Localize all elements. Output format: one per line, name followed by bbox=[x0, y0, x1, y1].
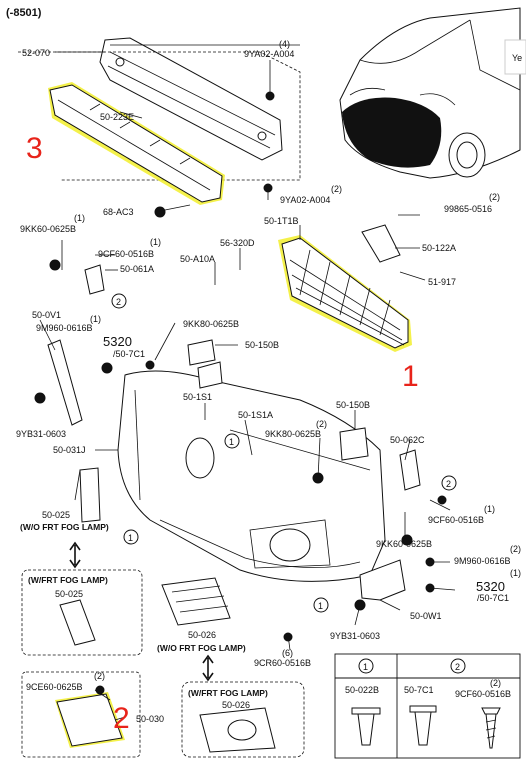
label-qty: (1) bbox=[510, 568, 521, 578]
legend-col-2: 2 bbox=[455, 662, 460, 672]
svg-text:1: 1 bbox=[128, 533, 133, 543]
fastener-legend: 1 2 50-022B 50-7C1 (2) 9CF60-0516B bbox=[334, 653, 521, 759]
label-50-150b: 50-150B bbox=[245, 340, 279, 350]
clip-icon bbox=[409, 705, 437, 713]
label-50-031j: 50-031J bbox=[53, 445, 86, 455]
license-plate-group-box bbox=[21, 671, 141, 758]
label-qty: (2) bbox=[316, 419, 327, 429]
car-illustration: Ye bbox=[339, 7, 526, 179]
label-50-061a: 50-061A bbox=[120, 264, 154, 274]
label-52-070: 52-070 bbox=[22, 48, 50, 58]
front-grille bbox=[278, 235, 412, 352]
svg-text:2: 2 bbox=[116, 297, 121, 307]
svg-text:1: 1 bbox=[318, 601, 323, 611]
label-9m960-0616b: 9M960-0616B bbox=[454, 556, 511, 566]
ref-markers: 2 1 1 1 2 bbox=[34, 91, 457, 695]
label-50-025: 50-025 bbox=[42, 510, 70, 520]
label-50-223e: 50-223E bbox=[100, 112, 134, 122]
legend-part-9cf60-0516b: 9CF60-0516B bbox=[455, 689, 511, 699]
label-9kk80-0625b: 9KK80-0625B bbox=[265, 429, 321, 439]
label-w-fog-lamp: (W/FRT FOG LAMP) bbox=[28, 575, 108, 585]
label-50-026: 50-026 bbox=[188, 630, 216, 640]
misc-brackets bbox=[47, 224, 421, 626]
legend-part-50-7c1: 50-7C1 bbox=[404, 685, 434, 695]
label-50-026: 50-026 bbox=[222, 700, 250, 710]
svg-text:2: 2 bbox=[446, 479, 451, 489]
label-wo-fog-lamp: (W/O FRT FOG LAMP) bbox=[20, 522, 109, 532]
car-partial-text: Ye bbox=[512, 53, 522, 63]
callout-1: 1 bbox=[402, 360, 419, 393]
part-labels: 52-070 (4) 9YA02-A004 50-223E (2) 9YA02-… bbox=[16, 39, 521, 724]
label-w-fog-lamp: (W/FRT FOG LAMP) bbox=[188, 688, 268, 698]
label-56-320d: 56-320D bbox=[220, 238, 255, 248]
label-qty: (4) bbox=[279, 39, 290, 49]
label-50-030: 50-030 bbox=[136, 714, 164, 724]
label-9yb31-0603: 9YB31-0603 bbox=[330, 631, 380, 641]
legend-col-1: 1 bbox=[363, 662, 368, 672]
label-9kk60-0625b: 9KK60-0625B bbox=[376, 539, 432, 549]
label-5320: 5320 bbox=[476, 579, 505, 594]
label-9ce60-0625b: 9CE60-0625B bbox=[26, 682, 83, 692]
label-50-025: 50-025 bbox=[55, 589, 83, 599]
label-50-a10a: 50-A10A bbox=[180, 254, 215, 264]
label-50-0w1: 50-0W1 bbox=[410, 611, 442, 621]
label-9yb31-0603: 9YB31-0603 bbox=[16, 429, 66, 439]
label-9m960-0616b: 9M960-0616B bbox=[36, 323, 93, 333]
label-9kk60-0625b: 9KK60-0625B bbox=[20, 224, 76, 234]
label-50-7c1: /50-7C1 bbox=[477, 593, 509, 603]
label-50-122a: 50-122A bbox=[422, 243, 456, 253]
bumper-fascia bbox=[117, 370, 386, 582]
label-9cf60-0516b: 9CF60-0516B bbox=[98, 249, 154, 259]
callout-3: 3 bbox=[26, 132, 43, 165]
callout-2: 2 bbox=[113, 702, 130, 735]
label-qty: (1) bbox=[74, 213, 85, 223]
label-9kk80-0625b: 9KK80-0625B bbox=[183, 319, 239, 329]
label-qty: (1) bbox=[90, 314, 101, 324]
diagram-code: (-8501) bbox=[6, 7, 42, 19]
label-qty: (2) bbox=[510, 544, 521, 554]
label-9ya02-a004: 9YA02-A004 bbox=[280, 195, 330, 205]
legend-qty: (2) bbox=[490, 678, 501, 688]
label-9cf60-0516b: 9CF60-0516B bbox=[428, 515, 484, 525]
label-wo-fog-lamp: (W/O FRT FOG LAMP) bbox=[157, 643, 246, 653]
label-68-ac3: 68-AC3 bbox=[103, 207, 134, 217]
label-51-917: 51-917 bbox=[428, 277, 456, 287]
label-50-062c: 50-062C bbox=[390, 435, 425, 445]
label-50-0v1: 50-0V1 bbox=[32, 310, 61, 320]
label-qty: (6) bbox=[282, 648, 293, 658]
clip-icon bbox=[351, 707, 381, 715]
label-qty: (1) bbox=[484, 504, 495, 514]
label-5320: 5320 bbox=[103, 334, 132, 349]
label-qty: (2) bbox=[94, 671, 105, 681]
label-50-7c1: /50-7C1 bbox=[113, 349, 145, 359]
energy-absorber bbox=[48, 82, 225, 205]
screw-icon bbox=[481, 707, 501, 715]
label-9cr60-0516b: 9CR60-0516B bbox=[254, 658, 311, 668]
label-qty: (2) bbox=[489, 192, 500, 202]
fog-lamp-group-box-right bbox=[181, 681, 305, 758]
legend-part-50-022b: 50-022B bbox=[345, 685, 379, 695]
label-50-1s1a: 50-1S1A bbox=[238, 410, 273, 420]
label-50-1t1b: 50-1T1B bbox=[264, 216, 299, 226]
label-50-150b: 50-150B bbox=[336, 400, 370, 410]
label-99865-0516: 99865-0516 bbox=[444, 204, 492, 214]
label-qty: (1) bbox=[150, 237, 161, 247]
bumper-reinforcement bbox=[99, 37, 300, 161]
svg-text:1: 1 bbox=[229, 437, 234, 447]
label-9ya02-a004: 9YA02-A004 bbox=[244, 49, 294, 59]
label-50-1s1: 50-1S1 bbox=[183, 392, 212, 402]
label-qty: (2) bbox=[331, 184, 342, 194]
